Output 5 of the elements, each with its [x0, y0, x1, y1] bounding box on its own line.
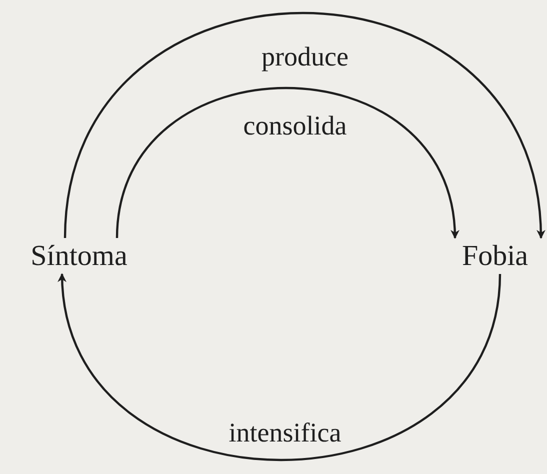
curved-arrow [116, 87, 458, 239]
node-label: Fobia [462, 242, 528, 270]
curved-arrow [58, 273, 502, 461]
curved-arrow [64, 12, 544, 239]
node-label: Síntoma [30, 242, 128, 270]
